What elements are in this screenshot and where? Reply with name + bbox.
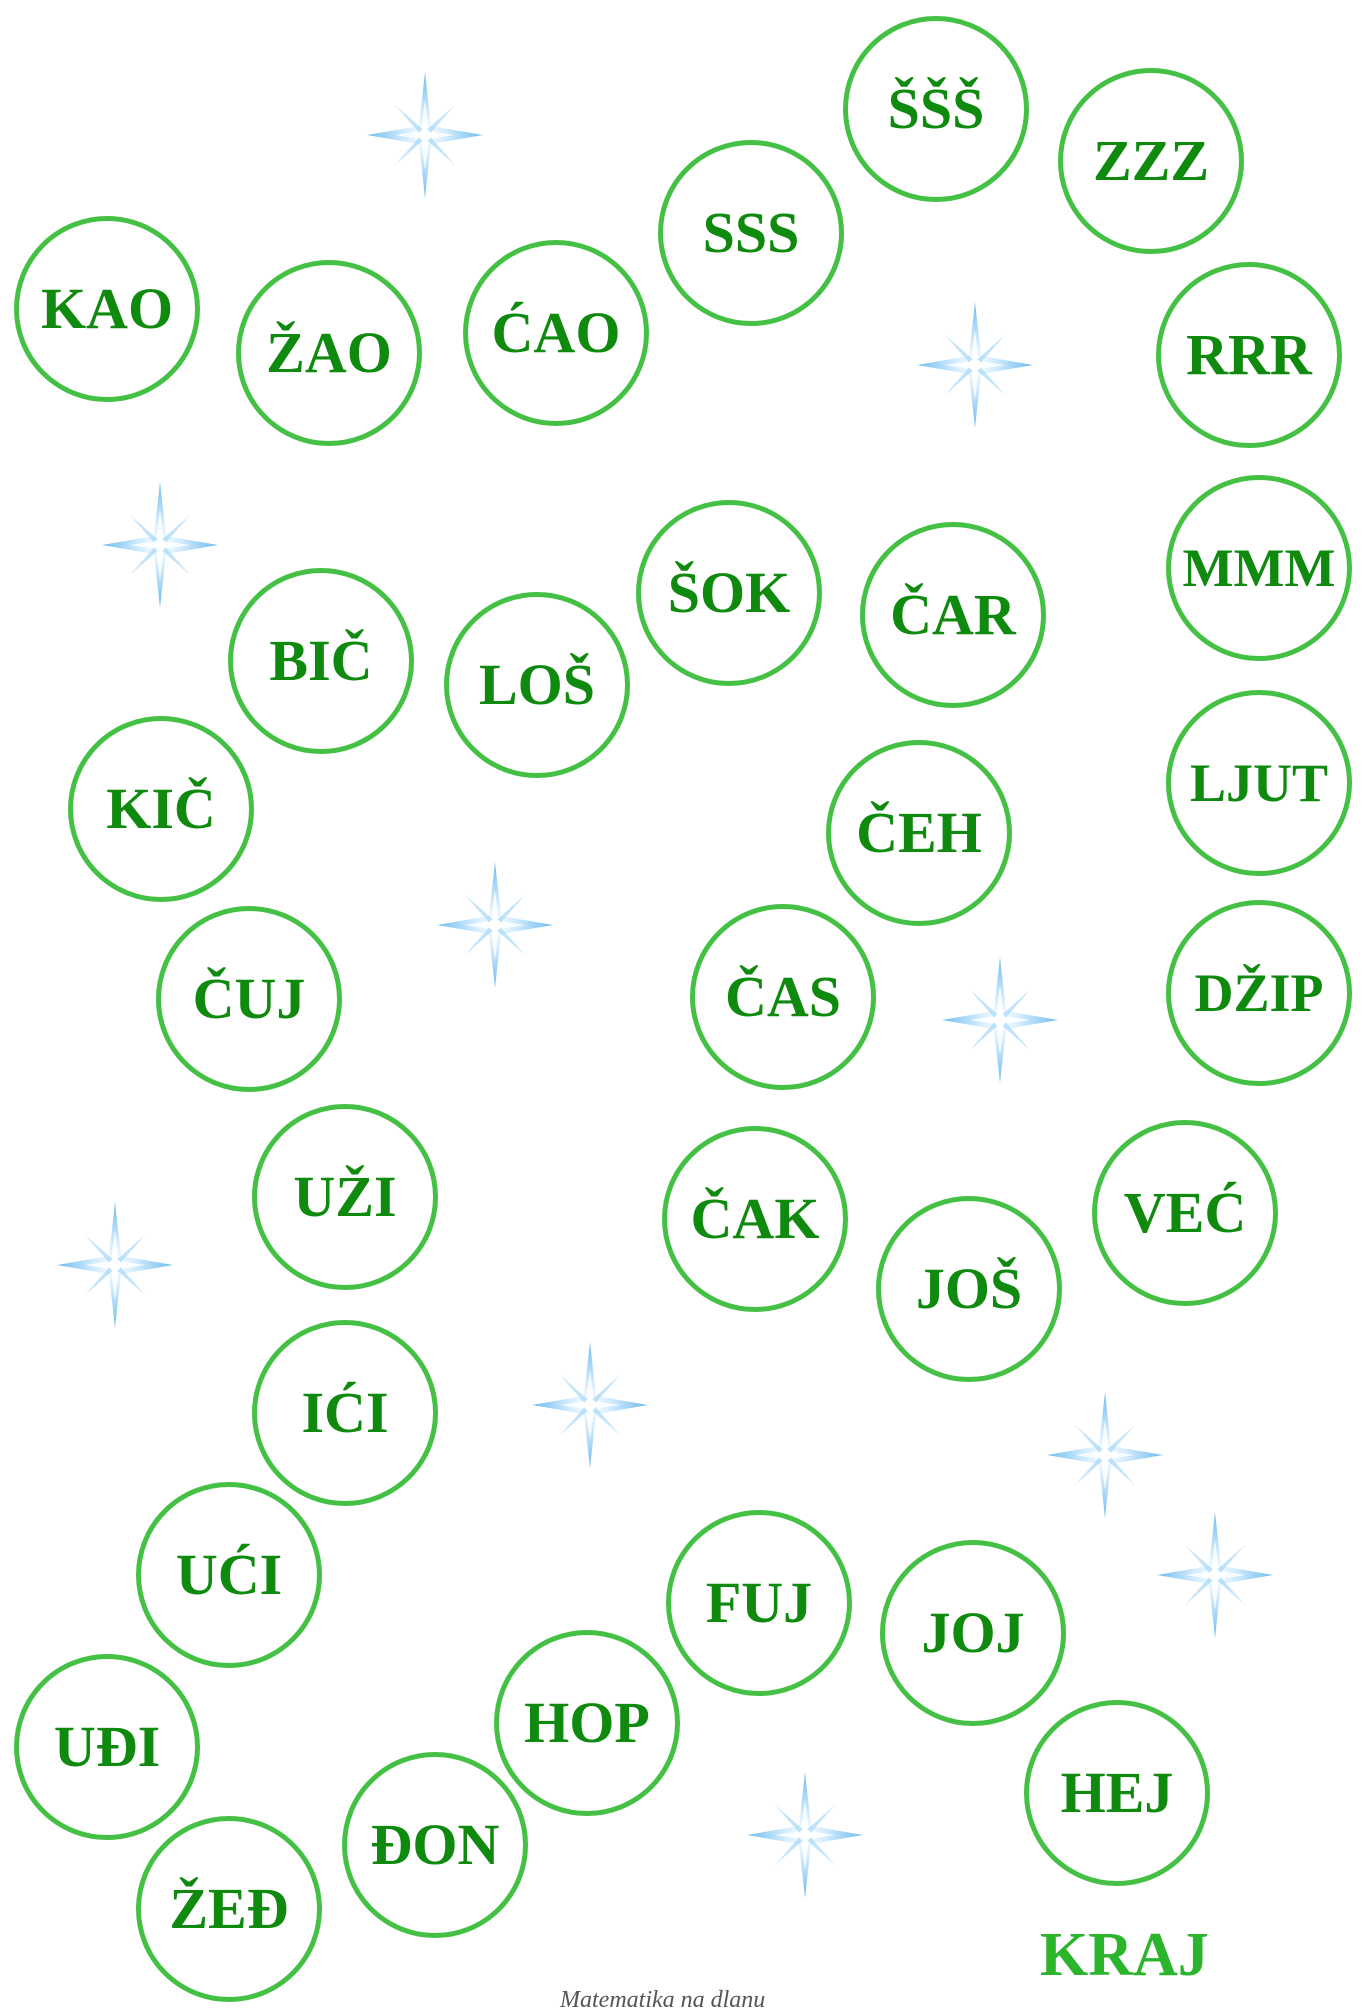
word-circle: KIČ xyxy=(68,716,254,902)
word-circle: LOŠ xyxy=(444,592,630,778)
word-circle: LJUT xyxy=(1166,690,1352,876)
sparkle-star-icon xyxy=(1157,1512,1273,1638)
word-circle: SSS xyxy=(658,140,844,326)
word-circle: VEĆ xyxy=(1092,1120,1278,1306)
word-label: RRR xyxy=(1186,322,1312,387)
word-label: ŠOK xyxy=(667,560,791,625)
sparkle-star-icon xyxy=(57,1202,173,1328)
word-circle: ŽEĐ xyxy=(136,1816,322,2002)
sparkle-star-icon xyxy=(102,482,218,608)
end-label: KRAJ xyxy=(1040,1921,1209,1989)
word-label: ĐON xyxy=(370,1812,500,1877)
sparkle-star-icon xyxy=(942,957,1058,1083)
word-circle: MMM xyxy=(1166,475,1352,661)
word-circle: JOŠ xyxy=(876,1196,1062,1382)
word-label: UĐI xyxy=(53,1714,161,1779)
word-circle: UĆI xyxy=(136,1482,322,1668)
sparkle-star-icon xyxy=(1047,1392,1163,1518)
word-label: UŽI xyxy=(293,1164,397,1229)
word-label: IĆI xyxy=(301,1380,389,1445)
word-label: ČAS xyxy=(724,964,842,1029)
word-circle: UŽI xyxy=(252,1104,438,1290)
word-circle: DŽIP xyxy=(1166,900,1352,1086)
sparkle-star-icon xyxy=(747,1772,863,1898)
word-label: JOJ xyxy=(921,1600,1025,1665)
word-label: ČAK xyxy=(690,1186,820,1251)
word-label: FUJ xyxy=(705,1570,813,1635)
sparkle-star-icon xyxy=(437,862,553,988)
word-circle: ŠOK xyxy=(636,500,822,686)
word-circle: BIČ xyxy=(228,568,414,754)
word-label: SSS xyxy=(702,200,800,265)
word-label: ZZZ xyxy=(1092,128,1210,193)
sparkle-star-icon xyxy=(917,302,1033,428)
word-circle: RRR xyxy=(1156,262,1342,448)
word-label: ČUJ xyxy=(192,966,306,1031)
word-label: DŽIP xyxy=(1194,963,1324,1023)
word-label: ŽAO xyxy=(266,320,392,385)
word-label: KIČ xyxy=(106,776,216,841)
word-label: ŽEĐ xyxy=(169,1876,289,1941)
word-label: ČEH xyxy=(856,800,982,865)
word-circle: UĐI xyxy=(14,1654,200,1840)
word-circle: ZZZ xyxy=(1058,68,1244,254)
word-label: LJUT xyxy=(1189,753,1329,813)
word-label: LOŠ xyxy=(478,652,596,717)
sparkle-star-icon xyxy=(367,72,483,198)
word-circle: JOJ xyxy=(880,1540,1066,1726)
footer-credit: Matematika na dlanu xyxy=(560,1987,766,2009)
word-label: ĆAO xyxy=(491,300,621,365)
sparkle-star-icon xyxy=(532,1342,648,1468)
word-circle: FUJ xyxy=(666,1510,852,1696)
word-circle: KAO xyxy=(14,216,200,402)
word-circle: ŠŠŠ xyxy=(843,16,1029,202)
word-label: UĆI xyxy=(175,1542,283,1607)
word-label: HOP xyxy=(524,1690,650,1755)
word-circle: HOP xyxy=(494,1630,680,1816)
word-circle: ŽAO xyxy=(236,260,422,446)
word-label: KAO xyxy=(40,276,174,341)
word-label: BIČ xyxy=(269,628,373,693)
word-label: ŠŠŠ xyxy=(887,76,985,141)
word-label: ČAR xyxy=(890,582,1016,647)
word-label: VEĆ xyxy=(1123,1180,1247,1245)
word-circle: ĆAO xyxy=(463,240,649,426)
word-circle: ČAR xyxy=(860,522,1046,708)
word-circle: ČAK xyxy=(662,1126,848,1312)
word-circle: ČUJ xyxy=(156,906,342,1092)
word-circle: HEJ xyxy=(1024,1700,1210,1886)
word-circle: ČAS xyxy=(690,904,876,1090)
word-circle: ČEH xyxy=(826,740,1012,926)
word-label: JOŠ xyxy=(915,1256,1023,1321)
word-label: MMM xyxy=(1182,538,1336,598)
word-label: HEJ xyxy=(1060,1760,1174,1825)
word-circle: ĐON xyxy=(342,1752,528,1938)
word-circle: IĆI xyxy=(252,1320,438,1506)
